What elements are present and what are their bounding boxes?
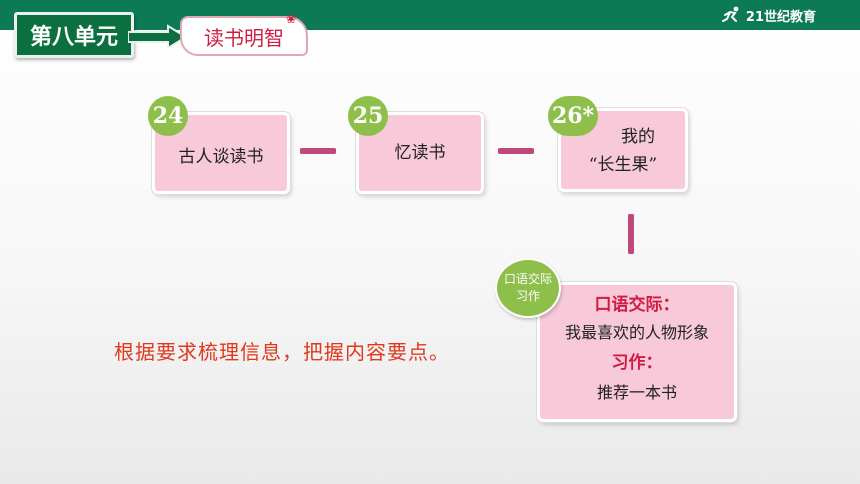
runner-icon [721,6,739,22]
lesson-card-title: 忆读书 [394,143,446,163]
oral-heading: 口语交际： [594,295,680,315]
activity-card: 口语交际： 我最喜欢的人物形象 习作： 推荐一本书 [537,282,737,422]
bubble-line2: 习作 [515,289,540,303]
logo-text: 21世纪教育 [745,9,816,25]
writing-topic: 推荐一本书 [596,383,677,402]
arrow-right-icon [128,24,188,50]
oral-writing-bubble: 口语交际 习作 [495,258,561,318]
lesson-number-badge: 26* [548,96,598,136]
connector-dash [498,148,534,154]
lesson-number-badge: 24 [148,96,188,136]
lesson-card-title-line2: “长生果” [588,155,658,175]
flower-icon: ❀ [285,12,296,26]
oral-topic: 我最喜欢的人物形象 [564,323,709,342]
connector-dash [300,148,336,154]
bubble-line1: 口语交际 [503,272,552,286]
writing-heading: 习作： [611,353,663,373]
lesson-title: 读书明智 [204,25,284,50]
lesson-title-tag: 读书明智 ❀ [180,12,308,56]
lesson-number-badge: 25 [348,96,388,136]
instruction-text: 根据要求梳理信息，把握内容要点。 [114,340,450,364]
top-bar: 21世纪教育 [0,0,860,30]
lesson-card-title-line1: 我的 [621,127,655,147]
publisher-logo: 21世纪教育 [721,4,816,26]
lesson-card-title: 古人谈读书 [178,147,264,167]
unit-badge: 第八单元 [14,12,134,58]
connector-dash-vertical [628,214,634,254]
